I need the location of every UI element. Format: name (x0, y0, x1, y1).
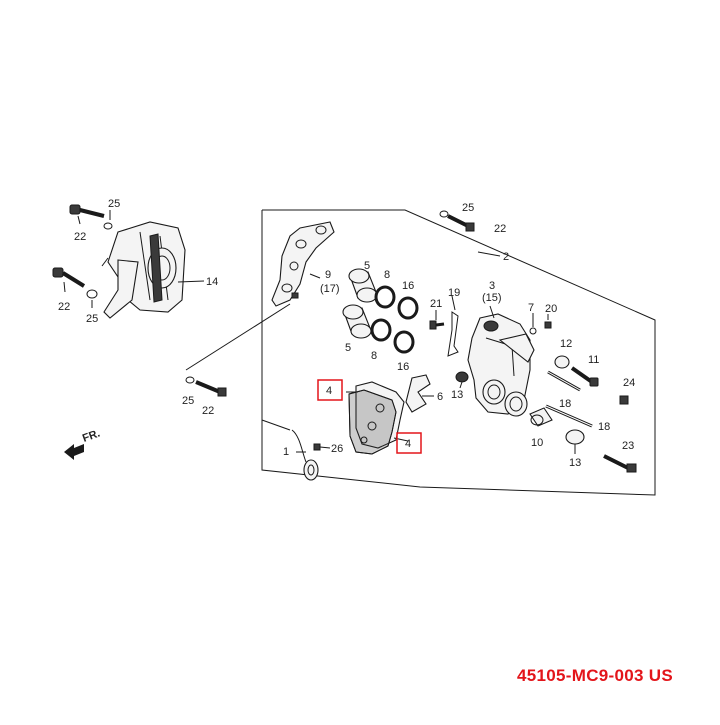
callout-22-b: 22 (58, 301, 70, 313)
boot-12 (554, 355, 570, 369)
pad-retainer (447, 295, 459, 357)
callout-13-b: 13 (569, 457, 581, 469)
piston-lower (342, 304, 372, 339)
callout-25-a: 25 (108, 198, 120, 210)
callout-3: 3 (489, 280, 495, 292)
bleeder-valve (455, 371, 469, 389)
callout-25-c: 25 (462, 202, 474, 214)
callout-26: 26 (331, 443, 343, 455)
pad-spring (405, 374, 434, 413)
callout-19: 19 (448, 287, 460, 299)
diagram-code: 45105-MC9-003 US (517, 666, 673, 685)
callout-20: 20 (545, 303, 557, 315)
seal-rings (370, 285, 419, 354)
callout-25-b: 25 (86, 313, 98, 325)
caliper-assembly-left (52, 204, 205, 319)
callout-2: 2 (503, 251, 509, 263)
callout-labels: 25 22 14 22 25 25 22 2 9 (17) 5 8 16 5 8… (58, 198, 635, 469)
callout-22-a: 22 (74, 231, 86, 243)
callout-22-c: 22 (494, 223, 506, 235)
callout-8-a: 8 (384, 269, 390, 281)
bleeder-cap-7 (529, 313, 537, 335)
callout-6: 6 (437, 391, 443, 403)
bolt-22-top (439, 210, 475, 232)
hose-clip (261, 419, 331, 481)
callout-17: (17) (320, 283, 340, 295)
callout-12: 12 (560, 338, 572, 350)
caliper-body (467, 305, 535, 417)
front-label: FR. (81, 427, 102, 444)
callout-5-b: 5 (345, 342, 351, 354)
callout-1: 1 (283, 446, 289, 458)
callout-16-b: 16 (397, 361, 409, 373)
bolt-24 (619, 395, 629, 405)
pin-18-upper (547, 370, 581, 392)
boot-13 (565, 429, 585, 454)
callout-14: 14 (206, 276, 218, 288)
callout-18-a: 18 (559, 398, 571, 410)
highlighted-callout-4-a[interactable]: 4 (317, 379, 343, 401)
callout-13-a: 13 (451, 389, 463, 401)
callout-22-d: 22 (202, 405, 214, 417)
caliper-bracket (271, 221, 335, 307)
screw-20 (544, 314, 552, 329)
callout-24: 24 (623, 377, 635, 389)
bolt-22-lower (185, 303, 291, 397)
piston-upper (348, 268, 378, 303)
callout-18-b: 18 (598, 421, 610, 433)
callout-9: 9 (325, 269, 331, 281)
callout-10: 10 (531, 437, 543, 449)
bolt-21 (429, 310, 445, 330)
callout-4-b-label: 4 (405, 438, 411, 450)
highlighted-callout-4-b[interactable]: 4 (396, 432, 422, 454)
pin-bolt-11 (570, 366, 599, 387)
brake-pads (346, 381, 409, 455)
callout-21: 21 (430, 298, 442, 310)
callout-7: 7 (528, 302, 534, 314)
callout-15: (15) (482, 292, 502, 304)
callout-8-b: 8 (371, 350, 377, 362)
front-direction-arrow: FR. (64, 427, 102, 460)
bolt-23 (603, 454, 637, 473)
pin-18-lower (545, 404, 593, 428)
assembly-frame (261, 209, 656, 496)
callout-11: 11 (588, 354, 599, 366)
callout-4-a-label: 4 (326, 385, 332, 397)
sleeve-10 (529, 407, 553, 427)
callout-16-a: 16 (402, 280, 414, 292)
callout-23: 23 (622, 440, 634, 452)
callout-5-a: 5 (364, 260, 370, 272)
callout-25-d: 25 (182, 395, 194, 407)
